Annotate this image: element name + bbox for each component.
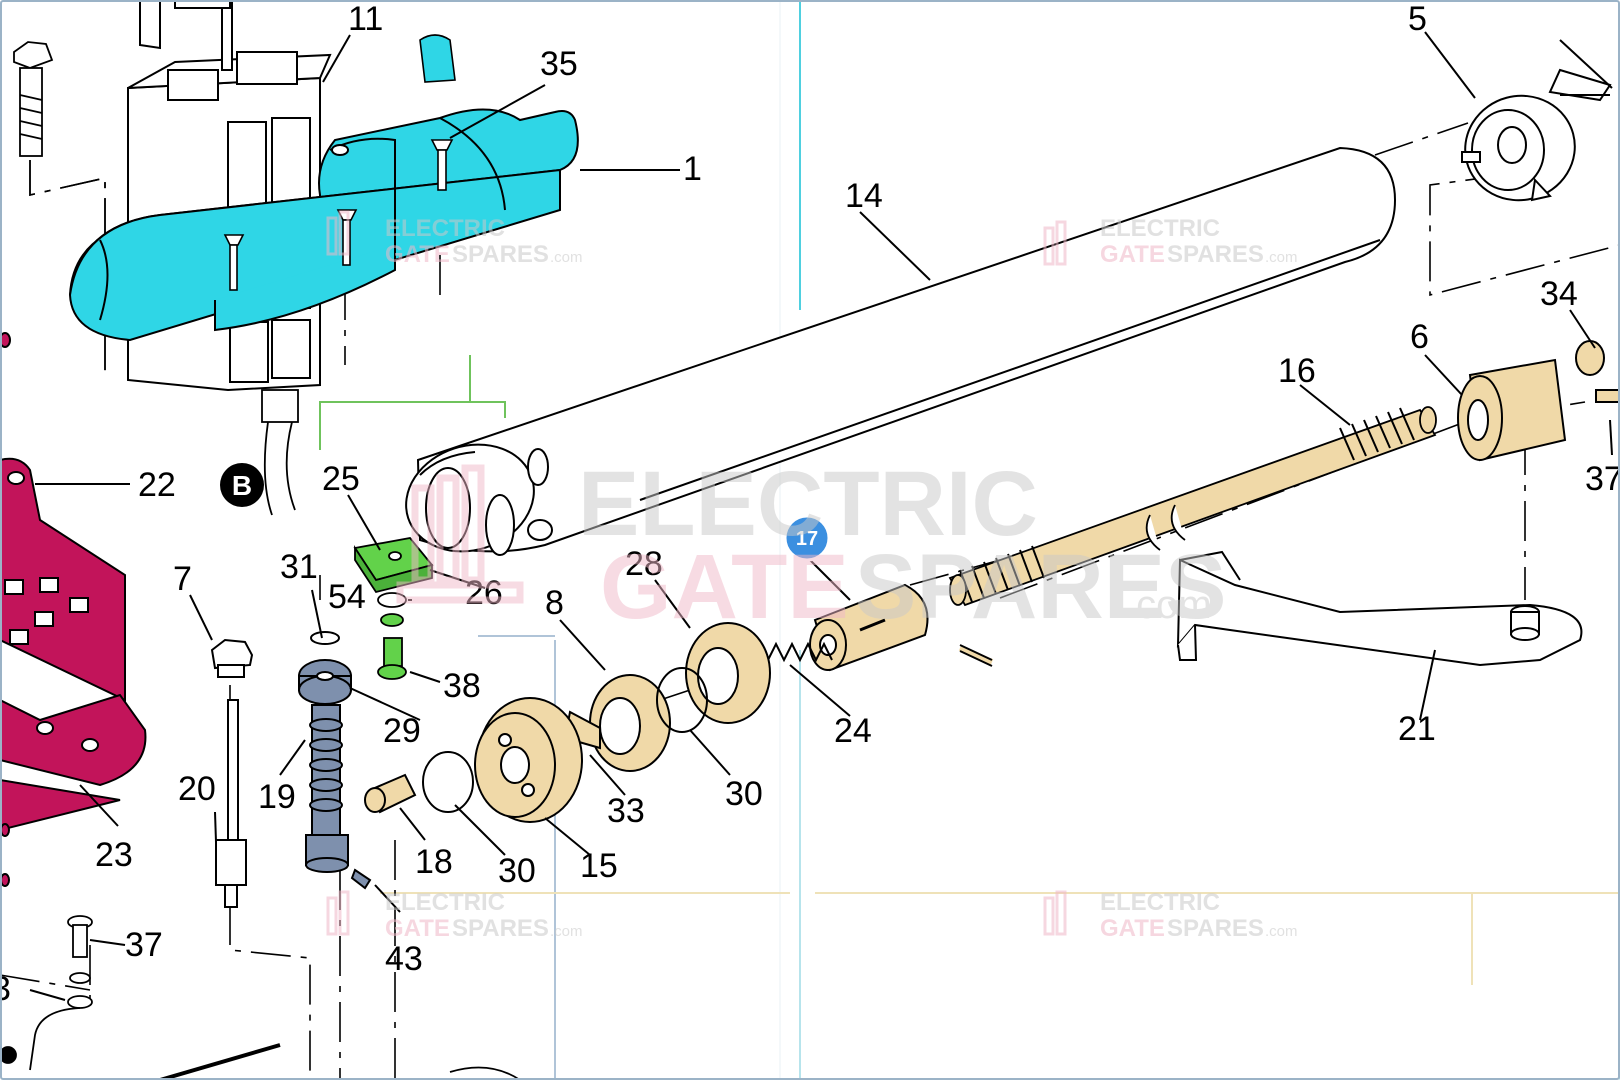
callout-leaders <box>29 31 1613 1001</box>
watermark-small-4-suffix: .com <box>1265 923 1298 940</box>
connector-b-label: B <box>232 470 252 501</box>
watermark-small-4: ELECTRIC GATE SPARES .com <box>1043 889 1298 942</box>
watermark-small-2-suffix: .com <box>1265 249 1298 266</box>
watermark-small-3: ELECTRIC GATE SPARES .com <box>326 889 583 942</box>
callout-33: 33 <box>607 792 645 830</box>
callout-18: 18 <box>415 843 453 881</box>
adjuster-parts <box>298 631 372 890</box>
watermark-small-1-line1: ELECTRIC <box>385 215 505 242</box>
callout-5: 5 <box>1408 0 1427 38</box>
callout-43: 43 <box>385 940 423 978</box>
cover-part <box>68 108 579 342</box>
callout-1: 1 <box>683 150 702 188</box>
callout-30-upper: 30 <box>725 775 763 813</box>
watermark-small-3-line2a: GATE <box>385 915 450 942</box>
callout-15: 15 <box>580 847 618 885</box>
watermark-small-3-line2b: SPARES <box>452 915 549 942</box>
watermark-small-4-line2a: GATE <box>1100 915 1165 942</box>
callout-21: 21 <box>1398 710 1436 748</box>
callout-23: 23 <box>95 836 133 874</box>
callout-31: 31 <box>280 548 318 586</box>
watermark-small-1-line2b: SPARES <box>452 241 549 268</box>
microswitch-parts <box>353 537 434 680</box>
highlight-badge: 17 <box>783 514 851 601</box>
earth-screw-parts <box>0 915 521 1082</box>
callout-8: 8 <box>545 584 564 622</box>
callout-37-left: 37 <box>125 926 163 964</box>
watermark-small-1-line2a: GATE <box>385 241 450 268</box>
callout-6: 6 <box>1410 318 1429 356</box>
watermark-small-3-suffix: .com <box>550 923 583 940</box>
watermark-small-4-line2b: SPARES <box>1167 915 1264 942</box>
watermark-small-2-line1: ELECTRIC <box>1100 215 1220 242</box>
watermark-line2-part1: GATE <box>600 536 849 638</box>
connector-b-marker: B <box>220 463 264 507</box>
spring-part <box>767 641 833 663</box>
end-cap-part <box>1461 68 1612 202</box>
watermark-small-1-suffix: .com <box>550 249 583 266</box>
callout-16: 16 <box>1278 352 1316 390</box>
callout-29: 29 <box>383 712 421 750</box>
connector-part <box>261 389 299 516</box>
callout-38: 38 <box>443 667 481 705</box>
callout-30-lower: 30 <box>498 852 536 890</box>
watermark-small-1: ELECTRIC GATE SPARES .com <box>326 210 583 268</box>
callout-54: 54 <box>328 578 366 616</box>
watermark-small-3-line1: ELECTRIC <box>385 889 505 916</box>
watermark-line1: ELECTRIC <box>578 453 1038 555</box>
watermark-line2-part2: SPARES <box>855 536 1227 638</box>
mounting-bracket-part <box>1176 550 1583 667</box>
callout-7: 7 <box>173 560 192 598</box>
watermark-small-4-line1: ELECTRIC <box>1100 889 1220 916</box>
callout-14: 14 <box>845 177 883 215</box>
callout-11: 11 <box>348 0 383 38</box>
callout-20: 20 <box>178 770 216 808</box>
callout-35: 35 <box>540 45 578 83</box>
callout-37-right: 37 <box>1585 460 1620 498</box>
watermark-main: ELECTRIC GATE SPARES .com <box>396 453 1227 638</box>
splined-sleeve-part <box>1457 340 1620 462</box>
callout-3: 3 <box>0 970 11 1008</box>
highlight-badge-label: 17 <box>796 528 818 550</box>
group-indicator <box>319 355 506 450</box>
gear-part <box>474 697 583 823</box>
callout-19: 19 <box>258 778 296 816</box>
bolt-part <box>13 41 54 157</box>
watermark-small-2-line2a: GATE <box>1100 241 1165 268</box>
callout-34: 34 <box>1540 275 1578 313</box>
callout-25: 25 <box>322 460 360 498</box>
pin-part <box>364 773 417 814</box>
callout-24: 24 <box>834 712 872 750</box>
callout-28: 28 <box>625 545 663 583</box>
callout-22: 22 <box>138 466 176 504</box>
bearing-parts <box>563 622 771 772</box>
watermark-suffix: .com <box>1125 583 1212 627</box>
circlip-parts <box>422 667 708 813</box>
release-shaft-part <box>210 638 254 908</box>
bracket-part <box>0 332 147 887</box>
nut-part <box>809 583 994 672</box>
watermark-small-2: ELECTRIC GATE SPARES .com <box>1043 215 1298 268</box>
watermark-small-2-line2b: SPARES <box>1167 241 1264 268</box>
threaded-shaft-part <box>948 406 1437 607</box>
callout-labels: 11 35 1 5 14 34 6 16 37 22 25 26 54 31 7… <box>0 0 1620 1008</box>
